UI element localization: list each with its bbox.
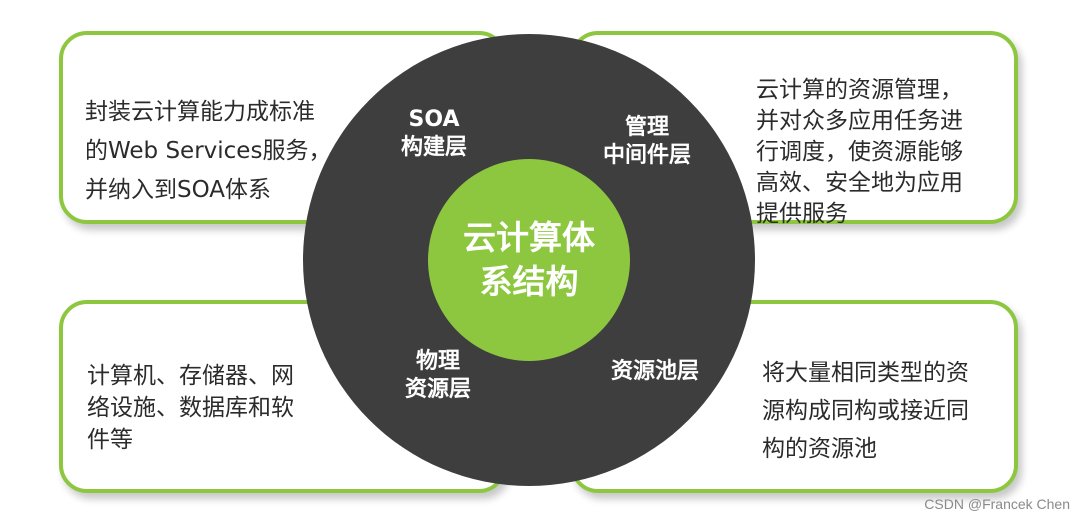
soa-description-text: 封装云计算能力成标准 的Web Services服务， 并纳入到SOA体系 xyxy=(85,99,332,203)
layer-management-label: 管理 中间件层 xyxy=(602,115,691,168)
layer-soa-label: SOA 构建层 xyxy=(400,107,467,160)
pool-description-text: 将大量相同类型的资 源构成同构或接近同 构的资源池 xyxy=(762,360,969,462)
core-label: 云计算体 系结构 xyxy=(463,218,595,301)
management-description-text: 云计算的资源管理， 并对众多应用任务进 行调度，使资源能够 高效、安全地为应用 … xyxy=(756,77,963,227)
architecture-ring: SOA 构建层 管理 中间件层 物理 资源层 资源池层 云计算体 系结构 xyxy=(303,34,755,486)
watermark: CSDN @Francek Chen xyxy=(924,496,1070,512)
layer-physical-label: 物理 资源层 xyxy=(404,349,471,402)
architecture-core: 云计算体 系结构 xyxy=(428,159,630,361)
physical-description-text: 计算机、存储器、网 络设施、数据库和软 件等 xyxy=(87,363,294,453)
layer-pool-label: 资源池层 xyxy=(610,359,699,384)
